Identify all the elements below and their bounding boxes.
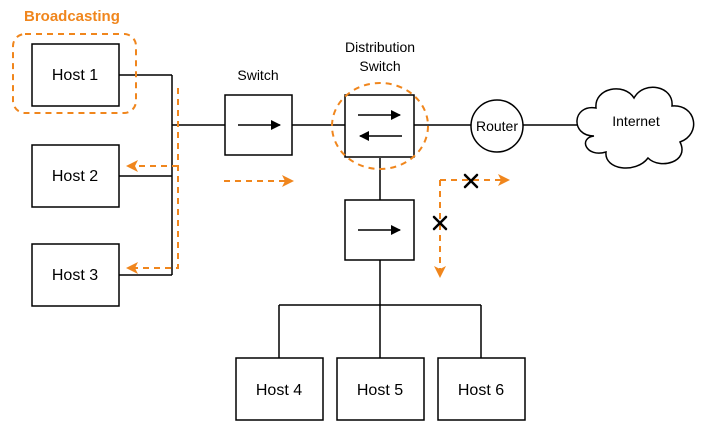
host-1: Host 1 (31, 43, 120, 107)
broadcast-source-highlight (12, 33, 137, 114)
host-2: Host 2 (31, 144, 120, 208)
host-5-box (336, 357, 425, 421)
host-3-label: Host 3 (52, 267, 98, 284)
switch-label: Switch (237, 67, 278, 83)
host-1-label: Host 1 (52, 67, 98, 84)
host-6-box (437, 357, 526, 421)
host-2-box (31, 144, 120, 208)
x-mark-icon (432, 215, 448, 231)
host-4-box (235, 357, 324, 421)
distribution-switch-box (344, 94, 415, 158)
switch: Switch (224, 67, 293, 156)
blocked-marks (432, 173, 479, 231)
host-5: Host 5 (336, 357, 425, 421)
host-1-box (31, 43, 120, 107)
host-4-label: Host 4 (256, 382, 302, 399)
distribution-switch: Distribution Switch (344, 39, 415, 158)
router-circle (470, 99, 524, 153)
internet-label: Internet (612, 113, 660, 129)
cloud-icon (576, 86, 695, 169)
access-switch (344, 199, 415, 261)
host-6-label: Host 6 (458, 382, 504, 399)
router: Router (470, 99, 524, 153)
internet: Internet (576, 86, 695, 169)
broadcast-annotations (12, 33, 510, 278)
host-4: Host 4 (235, 357, 324, 421)
x-mark-icon (463, 173, 479, 189)
bidirectional-arrows-icon (358, 110, 402, 141)
router-label: Router (476, 118, 518, 134)
broadcast-arrow-host-3 (126, 88, 179, 274)
host-6: Host 6 (437, 357, 526, 421)
distribution-switch-highlight (331, 82, 429, 170)
access-switch-box (344, 199, 415, 261)
distribution-switch-label-line-1: Distribution (345, 39, 415, 55)
host-3-box (31, 243, 120, 307)
host-2-label: Host 2 (52, 168, 98, 185)
diagram-title: Broadcasting (24, 8, 120, 25)
distribution-switch-label-line-2: Switch (359, 58, 400, 74)
host-3: Host 3 (31, 243, 120, 307)
wiring (119, 74, 584, 358)
host-5-label: Host 5 (357, 382, 403, 399)
